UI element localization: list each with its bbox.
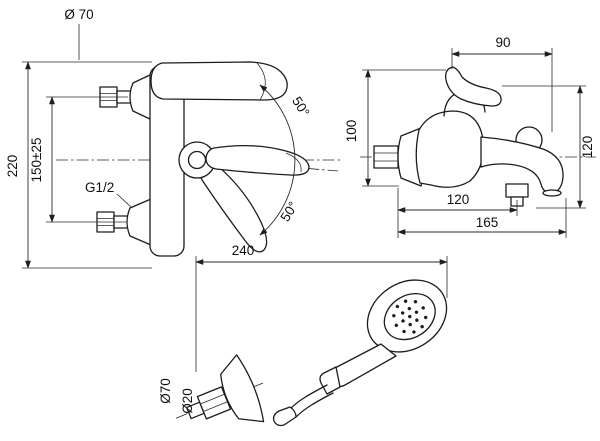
mixer-body: [415, 110, 485, 188]
dim-label-overall-width: 240: [232, 243, 255, 258]
wall-union-top: [99, 73, 153, 121]
dim-label-swing-up: 50°: [289, 94, 313, 119]
dim-label-wall-to-spout: 165: [476, 215, 499, 230]
bracket-bell: [220, 354, 265, 423]
shower-outlet: [505, 183, 529, 198]
hose-line-1: [289, 384, 328, 410]
pivot-center: [187, 150, 207, 170]
escutcheon-bell: [129, 73, 153, 121]
dim-label-pipe-diameter: Ø20: [180, 388, 195, 414]
dim-label-escutcheon-diameter: Ø 70: [64, 7, 93, 22]
dim-label-left-height: 100: [344, 120, 359, 143]
hex-facets: [97, 218, 114, 226]
dim-label-swing-down: 50°: [277, 199, 301, 224]
dim-label-bracket-flange-diameter: Ø70: [158, 378, 173, 404]
lever-handle: [205, 144, 310, 176]
dim-label-top-width: 90: [495, 35, 510, 50]
wall-bracket: [175, 354, 266, 423]
dim-label-right-height: 120: [580, 136, 595, 159]
shower-set: 240: [158, 243, 448, 427]
hose-line-2: [295, 392, 334, 418]
shower-head: [366, 279, 448, 353]
dim-label-connection-spacing: 150±25: [29, 138, 44, 183]
hex-facets: [100, 93, 117, 101]
hex-facets: [200, 393, 228, 412]
hex-facets: [374, 152, 398, 162]
leader-line: [116, 193, 132, 208]
front-view: 220 150±25 Ø 70 G1/2 50° 50°: [5, 7, 340, 269]
dim-label-thread-size: G1/2: [85, 180, 114, 195]
hose-fitting: [272, 406, 297, 427]
swing-arc: [259, 84, 296, 236]
dim-label-wall-to-diverter: 120: [447, 192, 470, 207]
escutcheon-bell: [126, 198, 152, 246]
lever-grip-line: [285, 152, 302, 173]
hose-nut: [319, 366, 341, 395]
lever-handle: [445, 66, 502, 107]
upper-arm: [150, 61, 288, 101]
spout-outlet: [542, 189, 562, 197]
hex-nut: [373, 145, 399, 169]
dim-label-overall-length: 220: [5, 155, 20, 178]
side-view: 90 100 120 120 165: [344, 35, 596, 238]
spray-nozzles: [392, 299, 428, 334]
